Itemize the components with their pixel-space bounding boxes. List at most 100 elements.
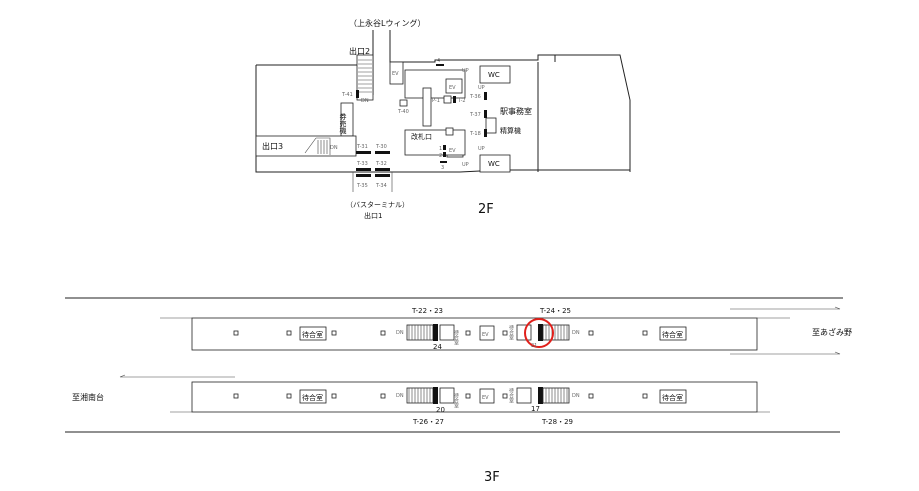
code-t24-25: T-24・25 — [539, 307, 571, 315]
waiting-room — [659, 389, 687, 404]
track-edge — [65, 297, 843, 433]
waiting-room-label: 待合室 — [453, 392, 459, 408]
floor-3f-plan: 待合室 待合室 待合室 待合室 待合室 待合室 待合室 待合室 EV EV DN… — [65, 297, 852, 485]
stairs-lower-left — [406, 387, 434, 404]
pillar — [642, 330, 648, 336]
waiting-room-box — [439, 324, 455, 341]
sign-t2 — [453, 96, 456, 103]
ev-label: EV — [392, 71, 399, 77]
sign-t26-27 — [433, 387, 438, 404]
bus-terminal-label: （バスターミナル） — [346, 200, 409, 209]
wc-lower — [479, 154, 511, 173]
code-t28-29: T-28・29 — [541, 418, 573, 426]
ev-label: EV — [449, 85, 456, 91]
code-t35: T-35 — [356, 183, 368, 189]
sign-t32 — [375, 168, 390, 171]
pillar — [380, 330, 386, 336]
stairs-exit3 — [304, 137, 331, 155]
pillar — [502, 393, 508, 399]
fare-machine — [485, 117, 497, 134]
exit3-corridor — [255, 135, 357, 157]
pillar — [286, 330, 292, 336]
stair-hatch — [358, 59, 372, 93]
pillar — [465, 393, 471, 399]
direction-shonandai: 至湘南台 — [72, 392, 104, 402]
waiting-room-label: 待合室 — [508, 387, 514, 403]
phone-icon — [399, 99, 408, 107]
sign-t36 — [484, 92, 487, 100]
dn-label: DN — [396, 393, 404, 399]
dn-label: DN — [572, 393, 580, 399]
pillars — [233, 330, 648, 399]
code-3: 3 — [441, 165, 444, 171]
code-t26-27: T-26・27 — [412, 418, 444, 426]
sign-t28-29 — [538, 387, 543, 404]
waiting-room-box — [516, 387, 532, 404]
sign-3 — [440, 161, 447, 163]
sign-t24-25 — [538, 324, 543, 341]
floor-2f-label: 2F — [478, 202, 494, 217]
direction-arrow — [119, 306, 841, 378]
waiting-room-label: 待合室 — [453, 329, 459, 345]
ev-label: EV — [449, 148, 456, 154]
code-t22-23: T-22・23 — [411, 307, 443, 315]
code-t41: T-41 — [341, 92, 353, 98]
waiting-room-box — [516, 324, 532, 341]
waiting-room — [299, 326, 327, 341]
floor-2f-plan: （上永谷Lウィング） 出口2 出口3 券売機 改札口 駅事務室 精算機 WC W… — [255, 18, 631, 220]
gate-rows — [422, 87, 432, 127]
code-20: 20 — [436, 406, 445, 414]
code-t18: T-18 — [469, 131, 481, 137]
stairs-lower-right — [542, 387, 570, 404]
code-t37: T-37 — [469, 112, 481, 118]
ev-label: EV — [482, 332, 489, 338]
office-label: 駅事務室 — [500, 106, 532, 116]
sign-4 — [436, 64, 444, 66]
code-2: 2 — [439, 153, 442, 159]
waiting-room-label: 待合室 — [302, 330, 323, 339]
sign-t34 — [375, 174, 390, 177]
sign-t41 — [356, 90, 359, 98]
pillar — [443, 95, 452, 104]
ev-label: EV — [482, 395, 489, 401]
sign-t18 — [484, 129, 487, 137]
bus-corridor — [352, 172, 393, 192]
sign-t31 — [356, 151, 371, 154]
ticket-machine-label: 券売機 — [339, 112, 347, 135]
up-label: UP — [478, 85, 485, 91]
wc-upper — [479, 65, 511, 84]
pillar — [233, 393, 239, 399]
stairs-upper-right — [542, 324, 570, 341]
code-t30: T-30 — [375, 144, 387, 150]
exit1-label: 出口1 — [364, 211, 382, 220]
pillar — [331, 330, 337, 336]
dn-label: DN — [572, 330, 580, 336]
waiting-room — [299, 389, 327, 404]
pillar — [233, 330, 239, 336]
waiting-room-label: 待合室 — [302, 393, 323, 402]
gate-area — [404, 129, 466, 156]
sign-2 — [443, 152, 446, 157]
pillar — [380, 393, 386, 399]
exit3-label: 出口3 — [262, 141, 283, 151]
up-label: UP — [462, 162, 469, 168]
code-t33: T-33 — [356, 161, 368, 167]
floor-3f-label: 3F — [484, 470, 500, 485]
gate-label: 改札口 — [411, 132, 432, 141]
dn-label: DN — [330, 145, 338, 151]
pillar — [642, 393, 648, 399]
sign-t30 — [375, 151, 390, 154]
highlight-circle — [524, 318, 554, 348]
up-label: UP — [462, 68, 469, 74]
waiting-room-box — [439, 387, 455, 404]
ev-box-left — [389, 61, 404, 85]
sign-t22-23 — [433, 324, 438, 341]
sign-t33 — [356, 168, 371, 171]
code-17: 17 — [531, 405, 540, 413]
p1-label: P-1 — [432, 98, 440, 104]
direction-azamino: 至あざみ野 — [812, 327, 852, 337]
wall — [538, 54, 631, 172]
code-24: 24 — [433, 343, 442, 351]
